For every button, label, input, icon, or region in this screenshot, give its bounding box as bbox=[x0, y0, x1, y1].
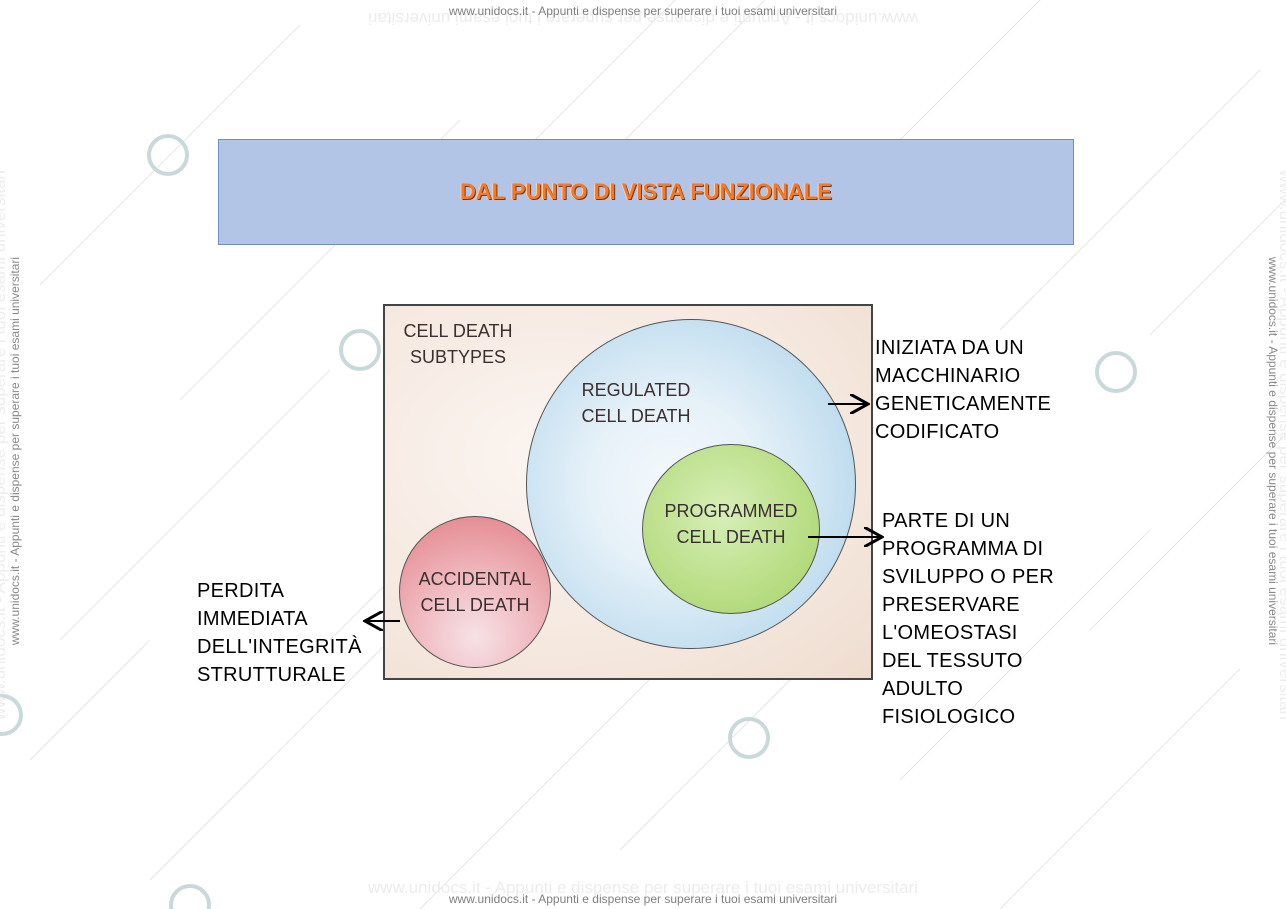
accidental-note: PERDITA IMMEDIATA DELL'INTEGRITÀ STRUTTU… bbox=[197, 580, 362, 686]
title-banner: DAL PUNTO DI VISTA FUNZIONALE bbox=[218, 139, 1074, 245]
programmed-note: PARTE DI UN PROGRAMMA DI SVILUPPO O PER … bbox=[882, 510, 1055, 728]
accidental-cell-death-circle bbox=[399, 516, 551, 668]
programmed-cell-death-label: PROGRAMMED CELL DEATH bbox=[664, 501, 798, 547]
watermark-top: www.unidocs.it - Appunti e dispense per … bbox=[448, 4, 838, 18]
regulated-note: INIZIATA DA UN MACCHINARIO GENETICAMENTE… bbox=[875, 337, 1052, 443]
watermark-bottom-ghost: www.unidocs.it - Appunti e dispense per … bbox=[368, 878, 918, 897]
programmed-cell-death-circle bbox=[642, 444, 820, 614]
page-title: DAL PUNTO DI VISTA FUNZIONALE bbox=[460, 179, 832, 204]
watermark-bottom: www.unidocs.it - Appunti e dispense per … bbox=[448, 892, 838, 906]
accidental-cell-death-label: ACCIDENTAL CELL DEATH bbox=[418, 569, 532, 615]
cell-death-subtypes-label: CELL DEATH SUBTYPES bbox=[403, 321, 513, 367]
regulated-cell-death-label: REGULATED CELL DEATH bbox=[581, 380, 691, 426]
